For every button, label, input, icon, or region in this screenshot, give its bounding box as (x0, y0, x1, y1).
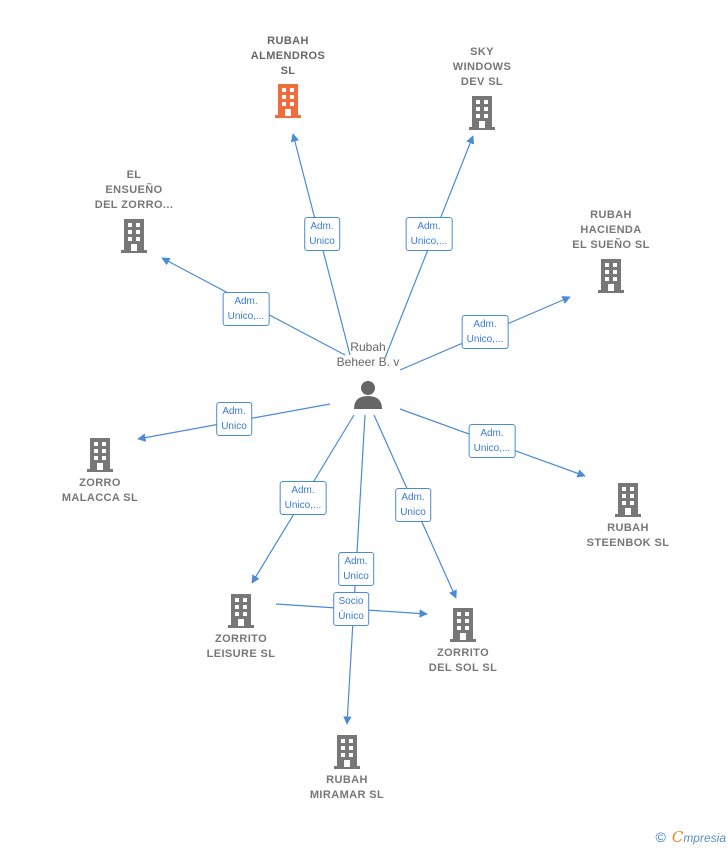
company-label-ensueno[interactable]: EL ENSUEÑO DEL ZORRO... (94, 169, 174, 211)
building-icon-steenbok[interactable] (615, 483, 641, 517)
edge-label-almendros[interactable]: Adm. Unico (304, 217, 340, 251)
company-label-leisure[interactable]: ZORRITO LEISURE SL (206, 633, 276, 660)
building-icon-malacca[interactable] (87, 438, 113, 472)
edge-label-steenbok[interactable]: Adm. Unico,... (468, 424, 516, 458)
building-icon-miramar[interactable] (334, 735, 360, 769)
company-label-miramar[interactable]: RUBAH MIRAMAR SL (309, 774, 385, 801)
edge-label-delsol[interactable]: Adm. Unico (395, 488, 431, 522)
edge-label-delsol[interactable]: Socio Único (333, 592, 369, 626)
person-icon[interactable] (354, 381, 382, 409)
building-icon-almendros[interactable] (275, 84, 301, 118)
edge-label-malacca[interactable]: Adm. Unico (216, 402, 252, 436)
company-label-malacca[interactable]: ZORRO MALACCA SL (61, 477, 139, 504)
building-icon-leisure[interactable] (228, 594, 254, 628)
edge-label-leisure[interactable]: Adm. Unico,... (279, 481, 327, 515)
brand-logo-first: C (671, 828, 684, 846)
footer-brand: © Cmpresia (656, 828, 727, 846)
building-icon-hacienda[interactable] (598, 259, 624, 293)
company-label-delsol[interactable]: ZORRITO DEL SOL SL (428, 647, 498, 674)
company-label-sky[interactable]: SKY WINDOWS DEV SL (452, 46, 512, 88)
company-label-hacienda[interactable]: RUBAH HACIENDA EL SUEÑO SL (572, 209, 650, 251)
copyright-icon: © (655, 829, 666, 845)
company-label-steenbok[interactable]: RUBAH STEENBOK SL (586, 522, 670, 549)
edge-label-miramar[interactable]: Adm. Unico (338, 552, 374, 586)
building-icon-sky[interactable] (469, 96, 495, 130)
company-label-almendros[interactable]: RUBAH ALMENDROS SL (250, 35, 326, 77)
edge-label-ensueno[interactable]: Adm. Unico,... (222, 292, 270, 326)
edge-label-sky[interactable]: Adm. Unico,... (405, 217, 453, 251)
building-icon-ensueno[interactable] (121, 219, 147, 253)
edge-label-hacienda[interactable]: Adm. Unico,... (461, 315, 509, 349)
person-label[interactable]: Rubah Beheer B. v (336, 340, 400, 369)
building-icon-delsol[interactable] (450, 608, 476, 642)
brand-logo-rest: mpresia (683, 831, 726, 845)
